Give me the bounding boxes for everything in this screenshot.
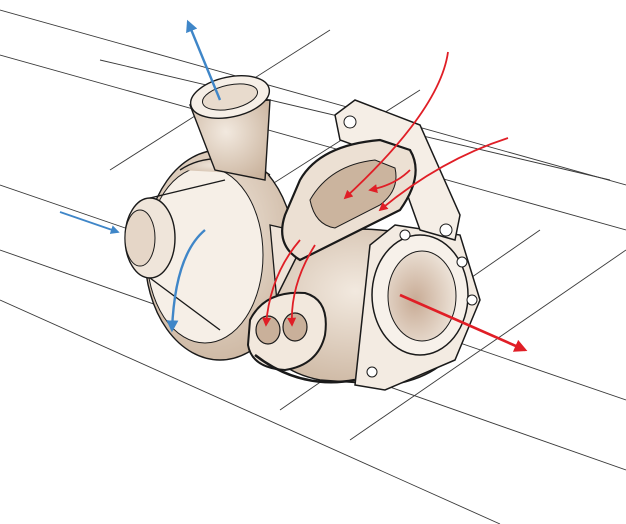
exhaust-inlet-arrow-3: [368, 169, 411, 193]
scroll-arrow-1: [262, 239, 301, 327]
exhaust-inlet-arrow-2: [378, 137, 509, 212]
compressor-swirl-arrow: [166, 229, 206, 333]
compressor-outlet-pipe: [189, 75, 271, 181]
hot-exhaust-flow: [262, 51, 528, 352]
exhaust-inlet-arrow-1: [343, 51, 449, 200]
turbine-outlet-arrow: [399, 293, 528, 352]
compressor-outlet-arrow: [186, 19, 222, 101]
scroll-arrow-2: [287, 244, 316, 327]
compressor-inlet-arrow: [59, 211, 120, 234]
cold-air-flow: [59, 19, 222, 333]
